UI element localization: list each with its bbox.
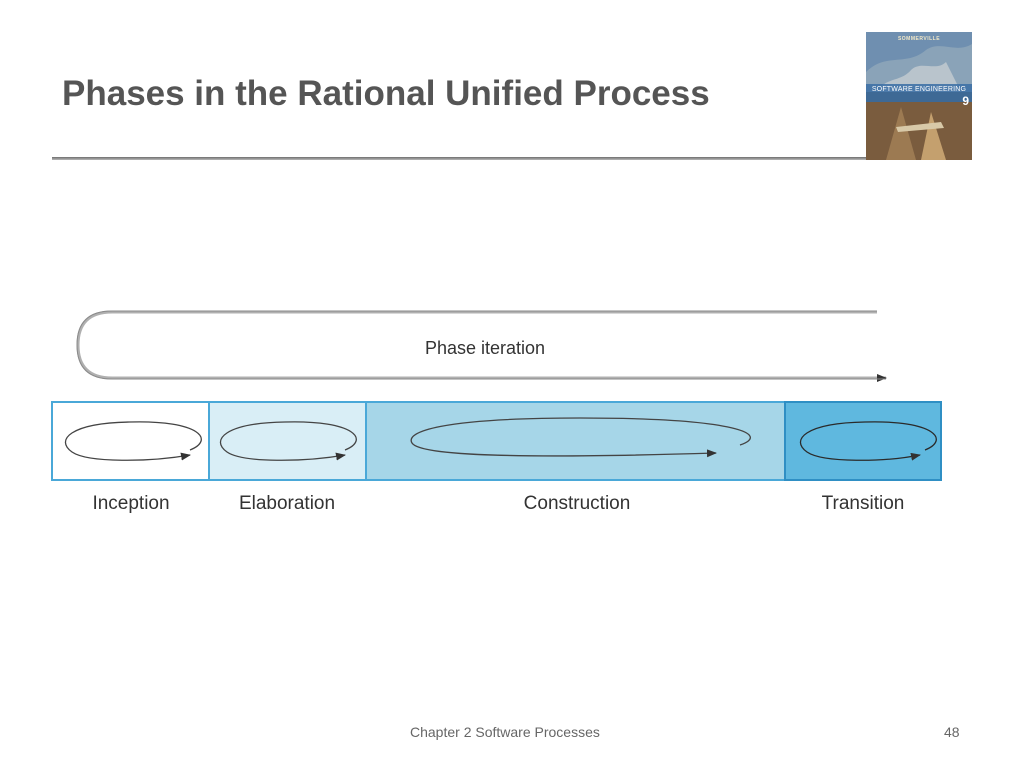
phase-label-transition: Transition [822,493,905,514]
inception-cycle-icon [64,421,202,461]
book-cover-title: SOFTWARE ENGINEERING [871,86,967,93]
book-cover-edition: 9 [962,94,969,108]
title-underline [52,157,870,160]
book-cover-art [866,32,972,160]
construction-cycle-icon [410,417,751,458]
elaboration-cycle-icon [219,421,357,461]
phase-label-construction: Construction [524,493,631,514]
page-number: 48 [944,724,960,740]
phase-iteration-label: Phase iteration [425,338,545,358]
transition-cycle-icon [799,421,937,461]
phase-box-inception [51,401,210,481]
book-cover-image: SOMMERVILLE SOFTWARE ENGINEERING 9 [866,32,972,160]
phase-box-elaboration [208,401,367,481]
phase-label-inception: Inception [92,493,169,514]
phase-label-elaboration: Elaboration [239,493,335,514]
phase-box-transition [784,401,942,481]
slide-title: Phases in the Rational Unified Process [62,74,710,113]
footer-chapter: Chapter 2 Software Processes [410,724,600,740]
phase-iteration-arrow [76,310,887,382]
phase-box-construction [365,401,786,481]
book-cover-author: SOMMERVILLE [897,36,941,42]
